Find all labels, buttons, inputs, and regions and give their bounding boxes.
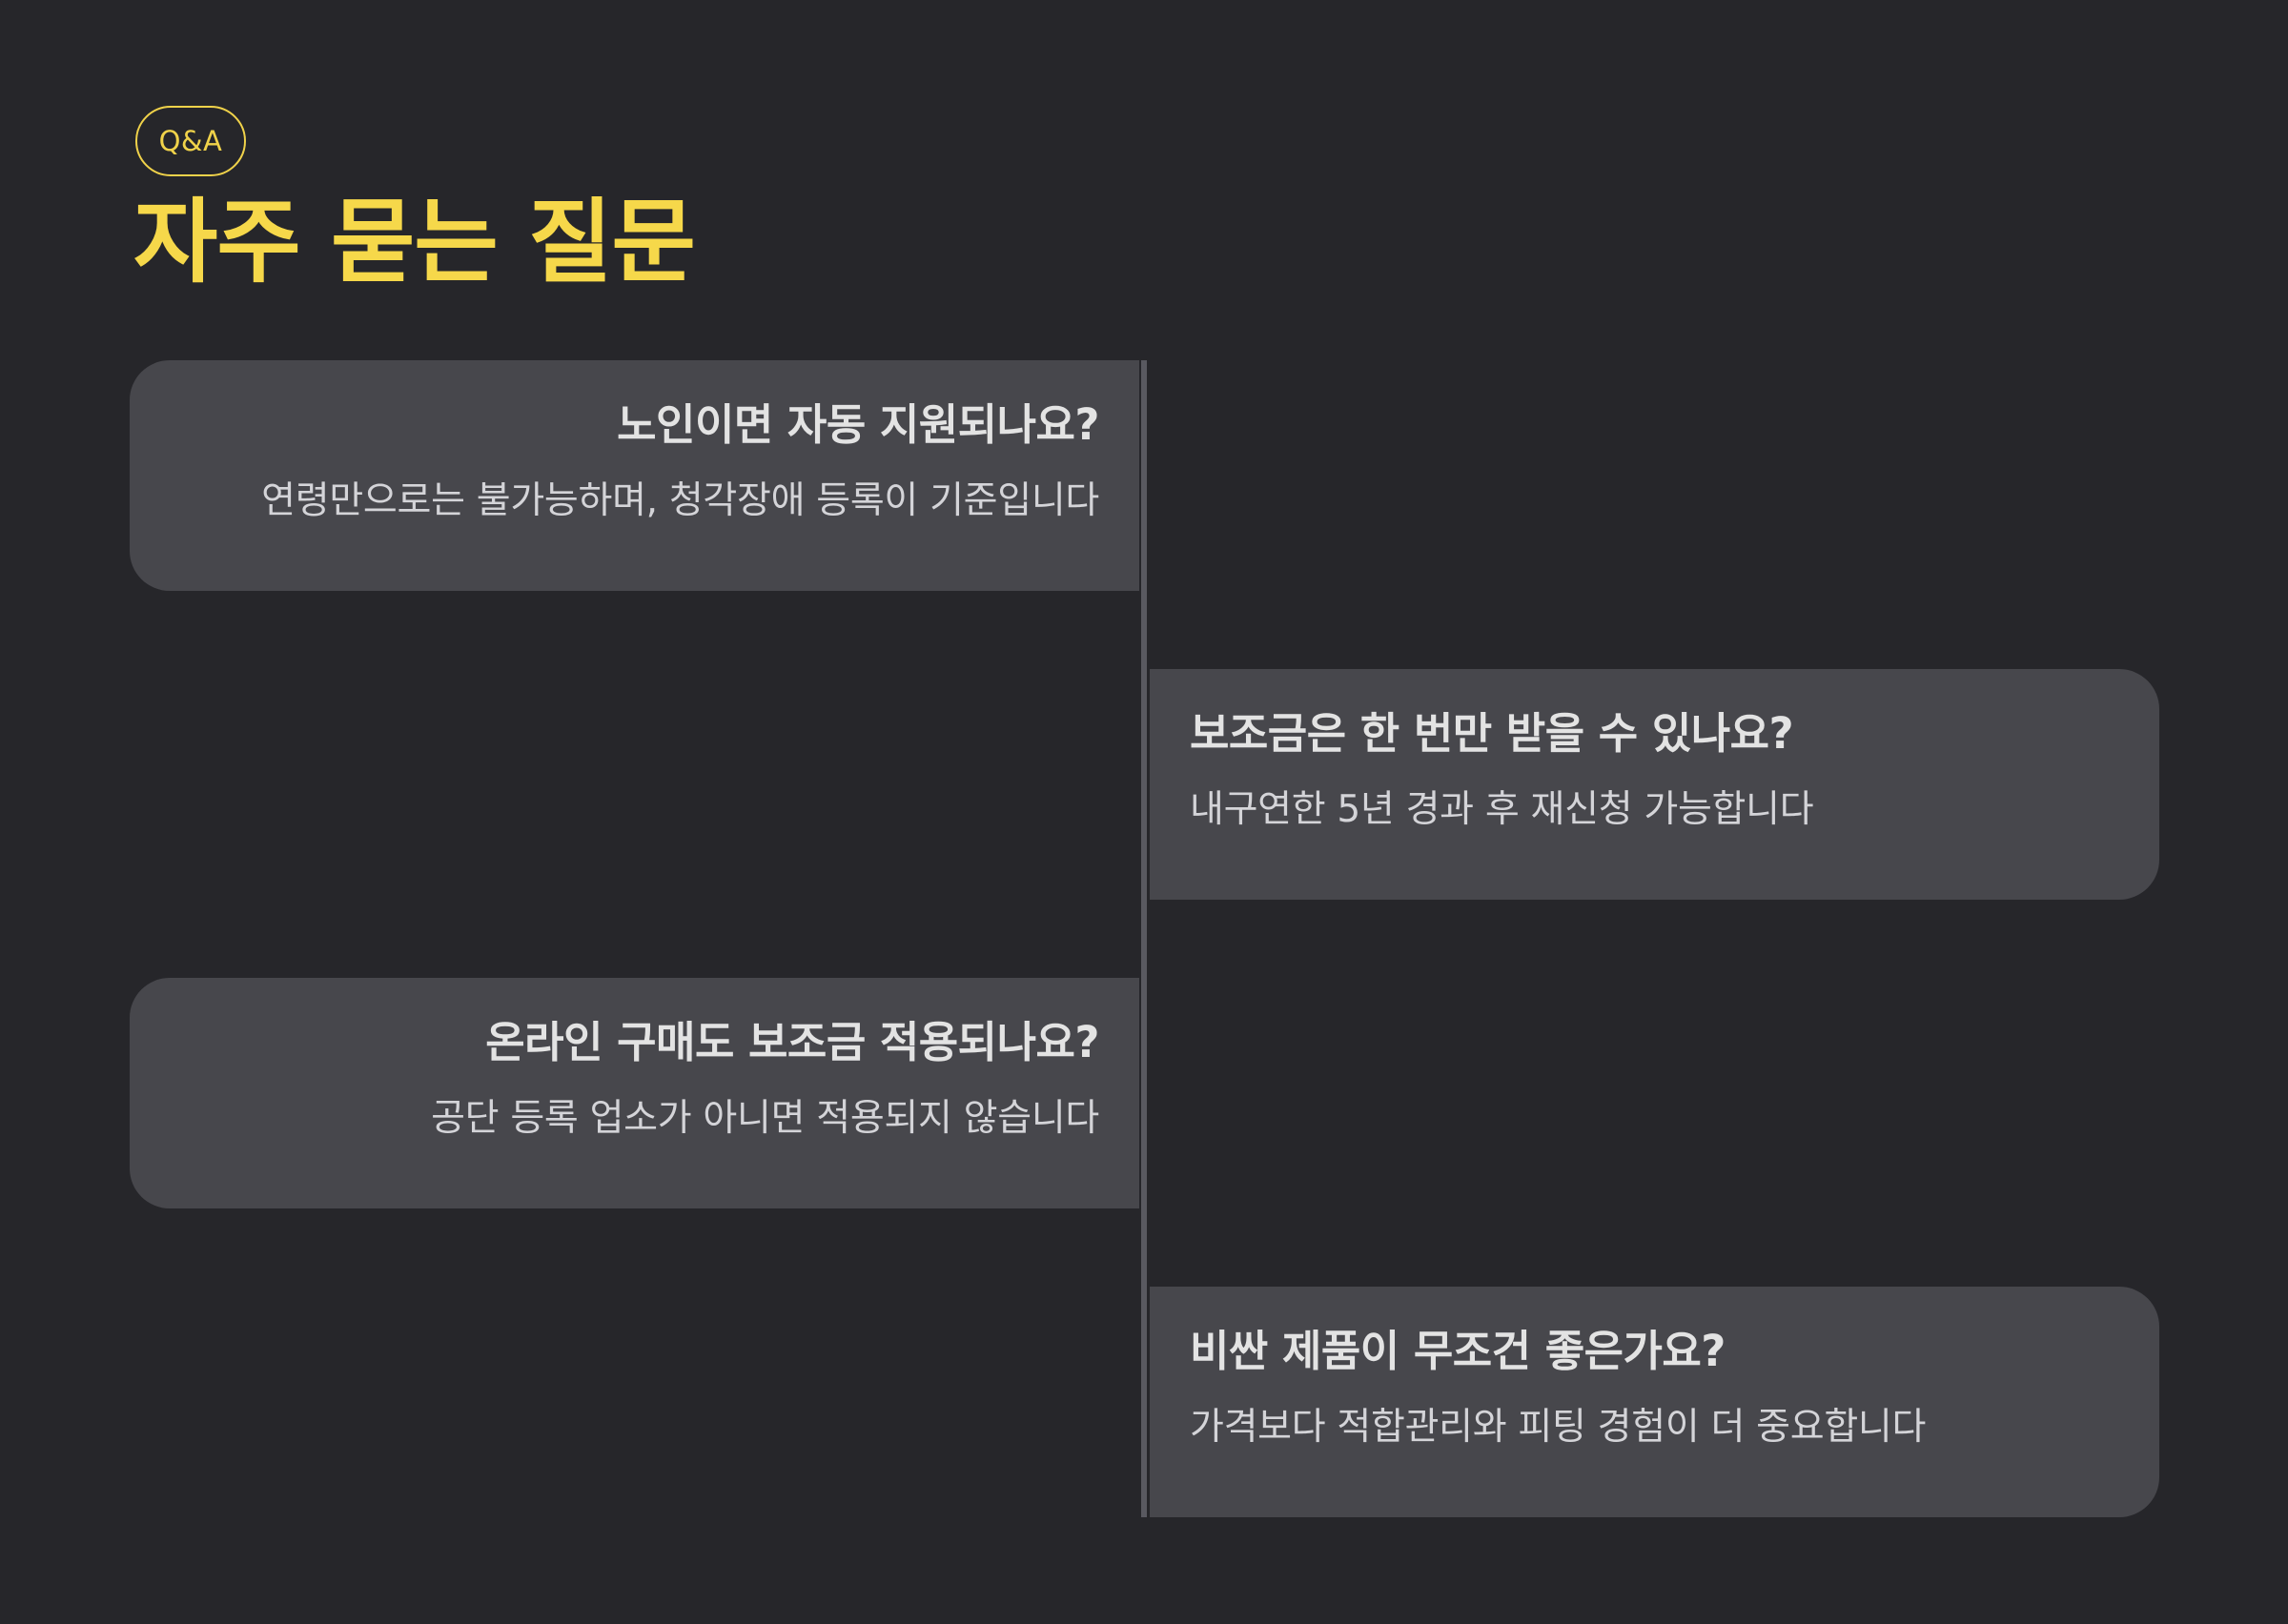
faq-card-4: 비싼 제품이 무조건 좋은가요? 가격보다 적합관리와 피팅 경험이 더 중요합… [1150,1287,2159,1517]
faq-card-1: 노인이면 자동 지원되나요? 연령만으로는 불가능하며, 청각장애 등록이 기준… [130,360,1139,591]
faq-answer-3: 공단 등록 업소가 아니면 적용되지 않습니다 [431,1097,1099,1140]
faq-question-3: 온라인 구매도 보조금 적용되나요? [485,1017,1099,1067]
qa-badge: Q&A [135,106,246,176]
faq-answer-4: 가격보다 적합관리와 피팅 경험이 더 중요합니다 [1190,1406,1927,1449]
faq-card-3: 온라인 구매도 보조금 적용되나요? 공단 등록 업소가 아니면 적용되지 않습… [130,978,1139,1208]
faq-question-1: 노인이면 자동 지원되나요? [617,399,1099,450]
faq-card-2: 보조금은 한 번만 받을 수 있나요? 내구연한 5년 경과 후 재신청 가능합… [1150,669,2159,900]
page-title: 자주 묻는 질문 [133,189,696,295]
faq-answer-2: 내구연한 5년 경과 후 재신청 가능합니다 [1190,788,1814,831]
faq-question-2: 보조금은 한 번만 받을 수 있나요? [1190,708,1794,759]
timeline-divider [1141,360,1147,1517]
faq-answer-1: 연령만으로는 불가능하며, 청각장애 등록이 기준입니다 [261,479,1099,522]
faq-question-4: 비싼 제품이 무조건 좋은가요? [1190,1326,1726,1376]
